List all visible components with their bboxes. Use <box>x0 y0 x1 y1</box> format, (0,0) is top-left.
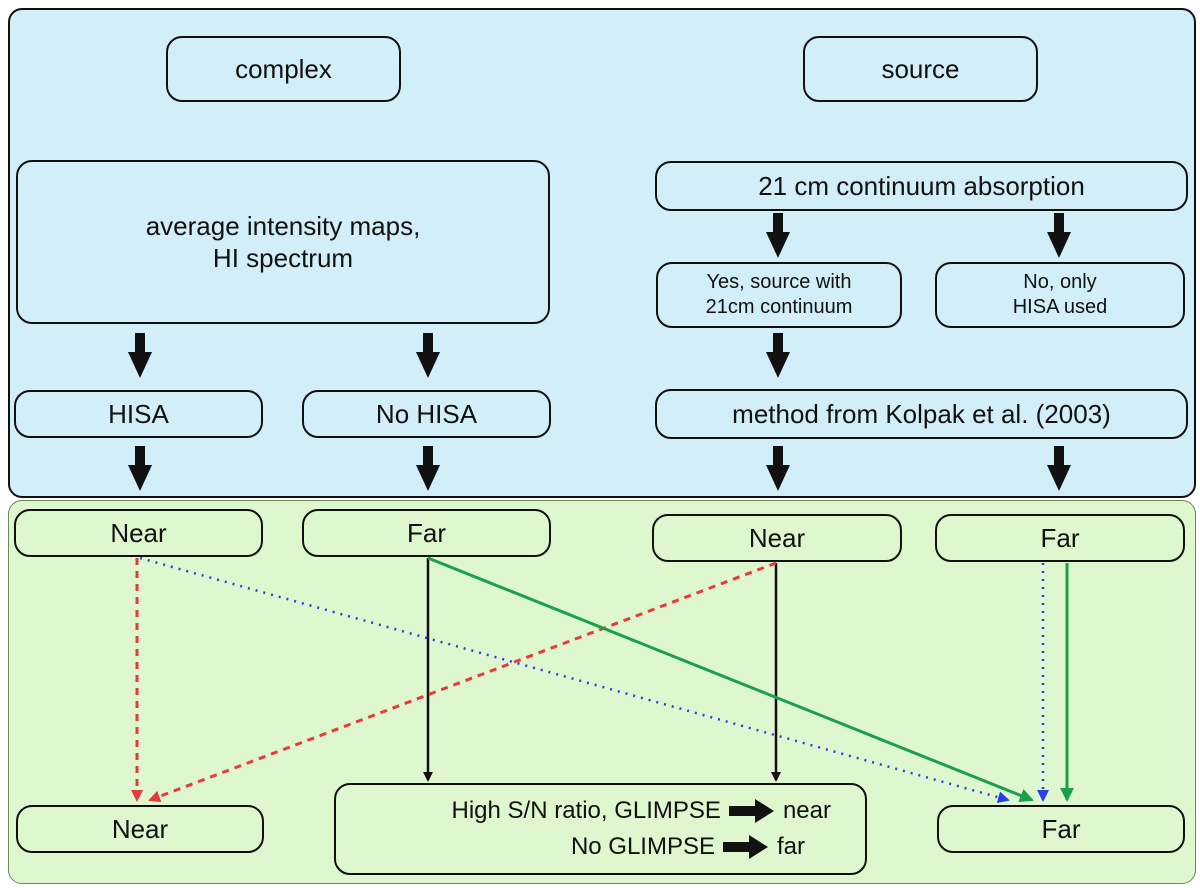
no-only-hisa-node: No, only HISA used <box>935 262 1185 328</box>
down-arrow-icon <box>766 213 790 258</box>
glimpse-result-2: far <box>776 833 805 860</box>
far-to-final-far-connector <box>427 556 1034 803</box>
down-arrow-icon <box>1047 213 1071 258</box>
down-arrow-icon <box>128 446 152 491</box>
down-arrow-icon <box>128 333 152 378</box>
near-node-1: Near <box>14 509 263 557</box>
near2-to-final-near-connector <box>148 561 777 803</box>
yes-continuum-line1: Yes, source with <box>706 271 852 293</box>
glimpse-decision-node: High S/N ratio, GLIMPSE near No GLIMPSE … <box>334 783 867 875</box>
down-arrow-icon <box>766 446 790 491</box>
near-node-2: Near <box>652 514 902 562</box>
far-node-2: Far <box>935 514 1185 562</box>
final-near-node: Near <box>16 805 264 853</box>
no-hisa-node: No HISA <box>302 390 551 438</box>
kolpak-method-node: method from Kolpak et al. (2003) <box>655 389 1188 439</box>
glimpse-row-1: High S/N ratio, GLIMPSE near <box>452 797 831 825</box>
down-arrow-icon <box>766 333 790 378</box>
block-arrows <box>128 213 1071 491</box>
down-arrow-icon <box>416 446 440 491</box>
average-intensity-maps-node: average intensity maps, HI spectrum <box>16 160 550 324</box>
glimpse-row-2: No GLIMPSE far <box>571 833 805 861</box>
no-only-hisa-line1: No, only <box>1023 271 1097 293</box>
near-to-final-far-connector <box>139 556 1010 804</box>
final-far-node: Far <box>937 805 1185 853</box>
glimpse-condition-2: No GLIMPSE <box>570 833 715 860</box>
average-intensity-maps-line1: average intensity maps, <box>145 210 421 241</box>
continuum-absorption-node: 21 cm continuum absorption <box>655 161 1188 211</box>
yes-continuum-line2: 21cm continuum <box>705 296 853 318</box>
right-arrow-icon <box>722 835 768 859</box>
glimpse-result-1: near <box>782 797 831 824</box>
down-arrow-icon <box>1047 446 1071 491</box>
far-node-1: Far <box>302 509 551 557</box>
hisa-node: HISA <box>14 390 263 438</box>
glimpse-condition-1: High S/N ratio, GLIMPSE <box>451 797 721 824</box>
source-node: source <box>803 36 1038 102</box>
right-arrow-icon <box>728 799 774 823</box>
down-arrow-icon <box>416 333 440 378</box>
complex-node: complex <box>166 36 401 102</box>
yes-continuum-node: Yes, source with 21cm continuum <box>656 262 902 328</box>
average-intensity-maps-line2: HI spectrum <box>212 243 354 273</box>
no-only-hisa-line2: HISA used <box>1012 296 1108 318</box>
